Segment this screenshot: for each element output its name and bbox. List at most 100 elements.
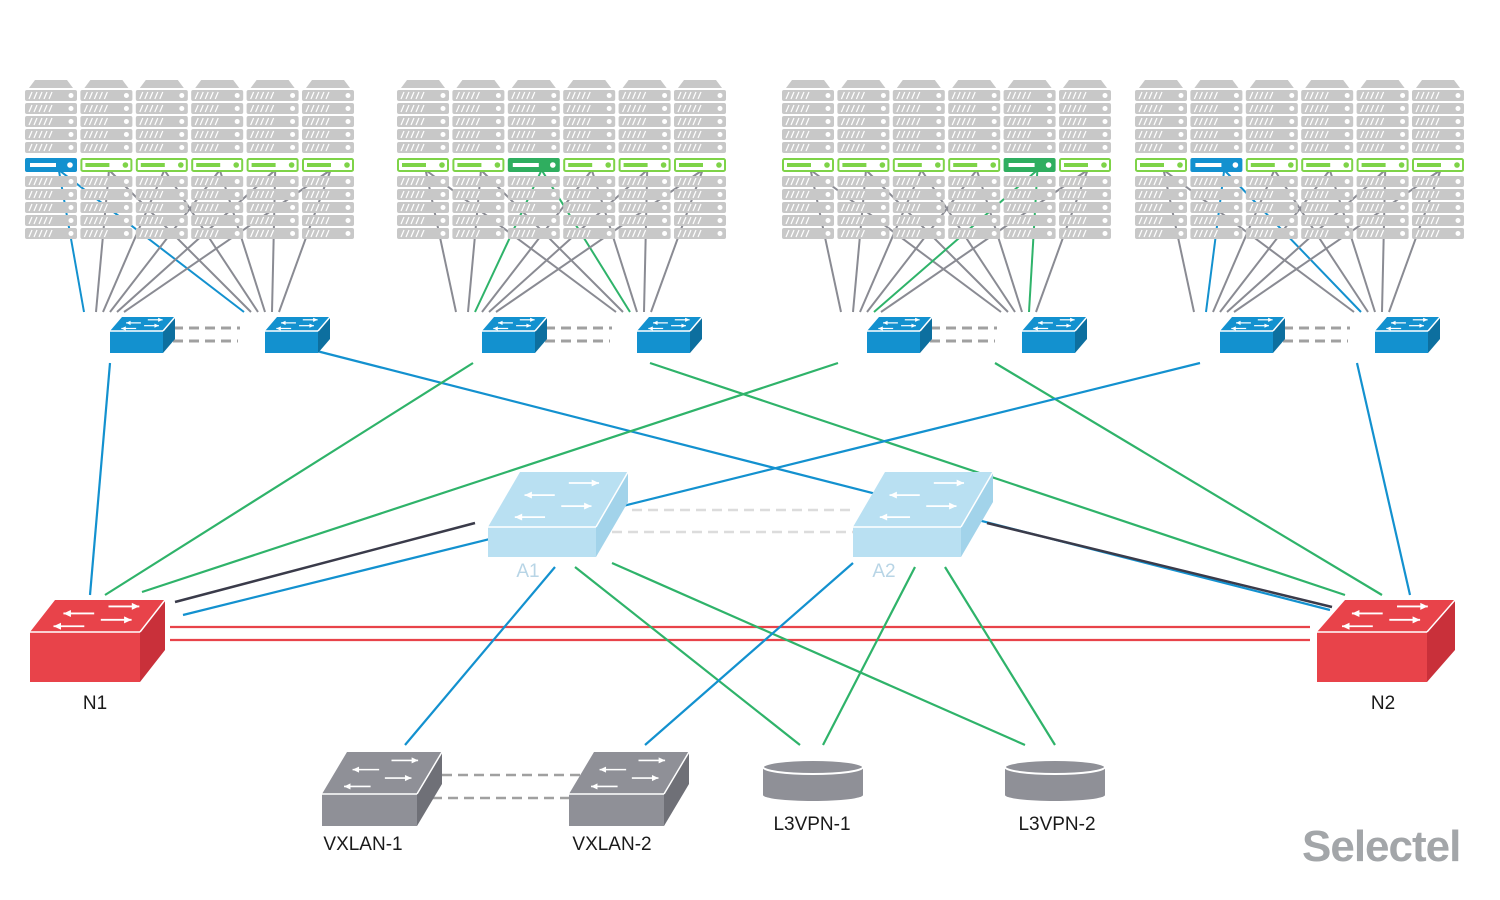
- vent-slash-icon: [521, 190, 526, 199]
- vent-slash-icon: [1314, 203, 1319, 212]
- power-led-icon: [1400, 179, 1406, 184]
- vent-slash-icon: [516, 91, 521, 100]
- vent-slash-icon: [204, 190, 209, 199]
- vent-slash-icon: [144, 190, 149, 199]
- vent-slash-icon: [38, 143, 43, 152]
- vent-slash-icon: [576, 104, 581, 113]
- vent-slash-icon: [1077, 177, 1082, 186]
- vent-slash-icon: [139, 130, 144, 139]
- vent-slash-icon: [951, 104, 956, 113]
- vent-slash-icon: [627, 216, 632, 225]
- server-led-icon: [1288, 162, 1294, 168]
- server-bar: [568, 163, 593, 167]
- vent-slash-icon: [1425, 130, 1430, 139]
- vent-slash-icon: [420, 130, 425, 139]
- power-led-icon: [880, 231, 886, 236]
- vent-slash-icon: [1314, 104, 1319, 113]
- vent-slash-icon: [511, 104, 516, 113]
- vent-slash-icon: [455, 143, 460, 152]
- power-led-icon: [717, 218, 723, 223]
- vent-slash-icon: [855, 104, 860, 113]
- server-led-icon: [716, 162, 722, 168]
- vent-slash-icon: [642, 229, 647, 238]
- vent-slash-icon: [682, 104, 687, 113]
- vent-slash-icon: [305, 229, 310, 238]
- vent-slash-icon: [209, 177, 214, 186]
- active-server: [135, 158, 188, 172]
- vent-slash-icon: [1420, 177, 1425, 186]
- cylinder-top: [1004, 759, 1106, 775]
- vent-slash-icon: [1309, 216, 1314, 225]
- vent-slash-icon: [581, 130, 586, 139]
- vent-slash-icon: [320, 177, 325, 186]
- vent-slash-icon: [209, 117, 214, 126]
- vent-slash-icon: [1319, 143, 1324, 152]
- vent-slash-icon: [1360, 216, 1365, 225]
- vent-slash-icon: [475, 203, 480, 212]
- vent-slash-icon: [1319, 117, 1324, 126]
- power-led-icon: [68, 192, 74, 197]
- power-led-icon: [717, 179, 723, 184]
- rack-top: [139, 80, 184, 88]
- vent-slash-icon: [465, 177, 470, 186]
- vent-slash-icon: [586, 130, 591, 139]
- vent-slash-icon: [566, 190, 571, 199]
- vent-slash-icon: [410, 143, 415, 152]
- vent-slash-icon: [961, 143, 966, 152]
- vent-slash-icon: [901, 117, 906, 126]
- vent-slash-icon: [1203, 91, 1208, 100]
- vent-slash-icon: [526, 229, 531, 238]
- vent-slash-icon: [1138, 216, 1143, 225]
- power-led-icon: [662, 231, 668, 236]
- power-led-icon: [495, 106, 501, 111]
- vent-slash-icon: [465, 143, 470, 152]
- server-bar: [457, 163, 482, 167]
- vent-slash-icon: [270, 130, 275, 139]
- power-led-icon: [551, 179, 557, 184]
- power-led-icon: [1344, 231, 1350, 236]
- vent-slash-icon: [531, 130, 536, 139]
- power-led-icon: [123, 205, 129, 210]
- vent-slash-icon: [204, 203, 209, 212]
- vent-slash-icon: [1425, 177, 1430, 186]
- vent-slash-icon: [199, 190, 204, 199]
- vent-slash-icon: [1148, 104, 1153, 113]
- vent-slash-icon: [845, 229, 850, 238]
- vent-slash-icon: [1304, 216, 1309, 225]
- rack-top: [1139, 80, 1183, 88]
- vent-slash-icon: [511, 143, 516, 152]
- label-l3vpn-1: L3VPN-1: [773, 814, 851, 835]
- vent-slash-icon: [1208, 216, 1213, 225]
- arrowhead-icon: [658, 757, 666, 764]
- vent-slash-icon: [465, 130, 470, 139]
- vent-slash-icon: [697, 177, 702, 186]
- vent-slash-icon: [405, 130, 410, 139]
- power-led-icon: [1400, 106, 1406, 111]
- vent-slash-icon: [194, 229, 199, 238]
- vent-slash-icon: [571, 91, 576, 100]
- vent-slash-icon: [33, 104, 38, 113]
- vent-slash-icon: [1269, 190, 1274, 199]
- vent-slash-icon: [1264, 177, 1269, 186]
- power-led-icon: [606, 119, 612, 124]
- server-rack: [1003, 80, 1056, 239]
- vent-slash-icon: [1324, 216, 1329, 225]
- vent-slash-icon: [460, 177, 465, 186]
- vent-slash-icon: [1138, 143, 1143, 152]
- vent-slash-icon: [1143, 104, 1148, 113]
- vent-slash-icon: [1193, 117, 1198, 126]
- vent-slash-icon: [43, 91, 48, 100]
- vent-slash-icon: [677, 229, 682, 238]
- vent-slash-icon: [410, 117, 415, 126]
- arrowhead-icon: [281, 320, 286, 325]
- vent-slash-icon: [531, 177, 536, 186]
- vent-slash-icon: [571, 117, 576, 126]
- vent-slash-icon: [642, 130, 647, 139]
- vent-slash-icon: [455, 229, 460, 238]
- switch-side: [920, 317, 932, 353]
- vent-slash-icon: [1254, 177, 1259, 186]
- vent-slash-icon: [1324, 177, 1329, 186]
- vent-slash-icon: [43, 216, 48, 225]
- vent-slash-icon: [33, 203, 38, 212]
- vent-slash-icon: [1415, 104, 1420, 113]
